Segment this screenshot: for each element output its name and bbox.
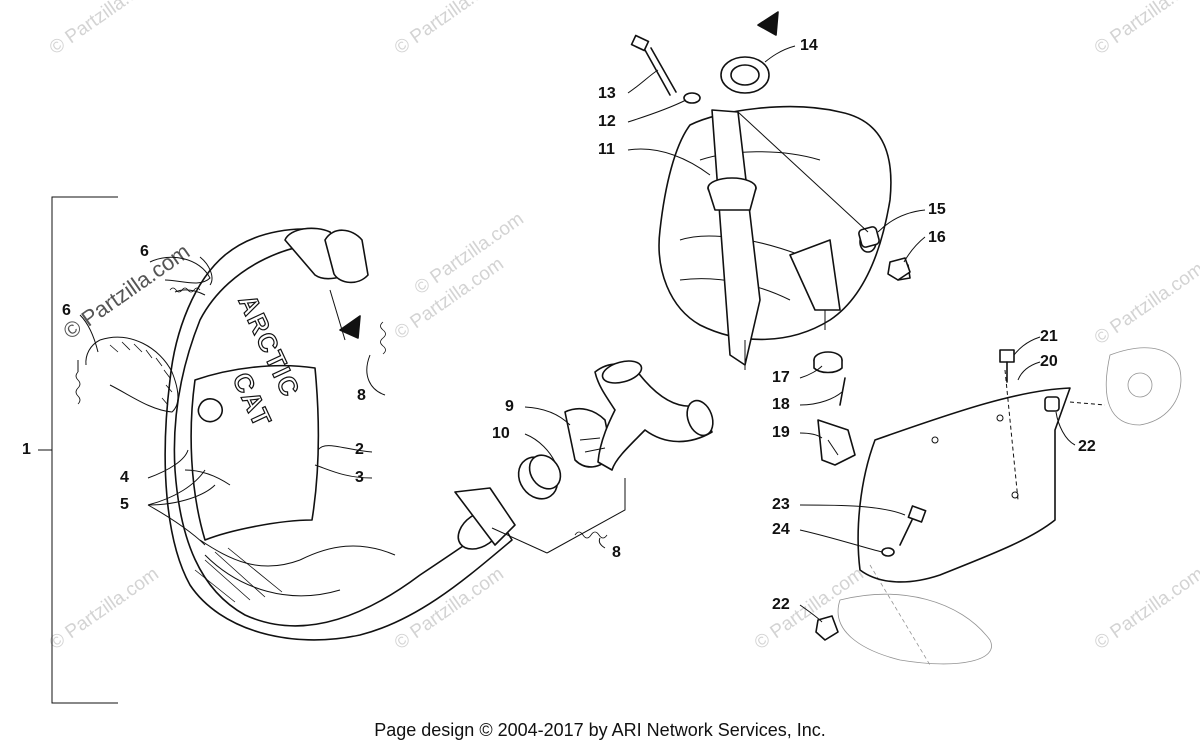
callout-13: 13 [598, 85, 616, 102]
watermark: © Partzilla.com [1091, 563, 1200, 654]
callout-23: 23 [772, 496, 790, 513]
bolt-13 [630, 34, 677, 96]
nut-16 [887, 257, 911, 281]
watermark: © Partzilla.com [46, 563, 163, 654]
leader-lines [79, 45, 1076, 623]
spring-8-lower [574, 531, 608, 539]
arrow-marker-icon [757, 11, 779, 36]
y-pipe-manifold [564, 360, 714, 471]
watermark: © Partzilla.com [1091, 0, 1200, 59]
callout-22-right: 22 [1078, 438, 1096, 455]
callout-4: 4 [120, 469, 129, 486]
muffler [658, 105, 911, 370]
arrow-marker-icon [339, 315, 361, 339]
washer-12 [683, 92, 701, 104]
callout-6-lower: 6 [62, 302, 71, 319]
bolt-23 [899, 505, 927, 546]
callout-18: 18 [772, 396, 790, 413]
spring-8-upper [380, 321, 386, 355]
washer-24 [881, 547, 895, 557]
nut-22-upper [1044, 396, 1060, 412]
callout-5: 5 [120, 496, 129, 513]
callout-1: 1 [22, 441, 31, 458]
callout-labels: 1 2 3 4 5 6 6 8 8 9 10 11 12 13 14 15 16… [22, 37, 1096, 613]
assembly-bracket [38, 196, 118, 704]
grommet-14 [720, 56, 770, 94]
spring-strap-assembly [75, 256, 211, 413]
callout-8-lower: 8 [612, 544, 621, 561]
seal-ring [517, 454, 562, 500]
heat-shield [857, 369, 1106, 583]
bracket-19 [817, 419, 856, 466]
page-footer: Page design © 2004-2017 by ARI Network S… [374, 720, 826, 740]
callout-12: 12 [598, 113, 616, 130]
callout-21: 21 [1040, 328, 1058, 345]
watermark: © Partzilla.com [59, 239, 195, 345]
callout-24: 24 [772, 521, 790, 538]
callout-16: 16 [928, 229, 946, 246]
watermark: © Partzilla.com [46, 0, 163, 59]
callout-6-upper: 6 [140, 243, 149, 260]
bolt-21 [999, 349, 1015, 383]
callout-2: 2 [355, 441, 364, 458]
callout-22-lower: 22 [772, 596, 790, 613]
callout-20: 20 [1040, 353, 1058, 370]
callout-19: 19 [772, 424, 790, 441]
chassis-ghost [837, 347, 1182, 666]
spacer-15 [858, 226, 880, 248]
watermark: © Partzilla.com [391, 0, 508, 59]
rubber-mount-17 [813, 351, 843, 374]
expansion-chamber-pipe: ARCTIC CAT [164, 227, 516, 641]
cat-logo-icon [197, 398, 223, 423]
callout-3: 3 [355, 469, 364, 486]
callout-9: 9 [505, 398, 514, 415]
callout-14: 14 [800, 37, 818, 54]
callout-17: 17 [772, 369, 790, 386]
callout-10: 10 [492, 425, 510, 442]
watermark: © Partzilla.com [1091, 258, 1200, 349]
callout-15: 15 [928, 201, 946, 218]
stud-18 [839, 377, 846, 406]
callout-11: 11 [598, 141, 615, 158]
watermark: © Partzilla.com [751, 563, 868, 654]
callout-8-upper: 8 [357, 387, 366, 404]
